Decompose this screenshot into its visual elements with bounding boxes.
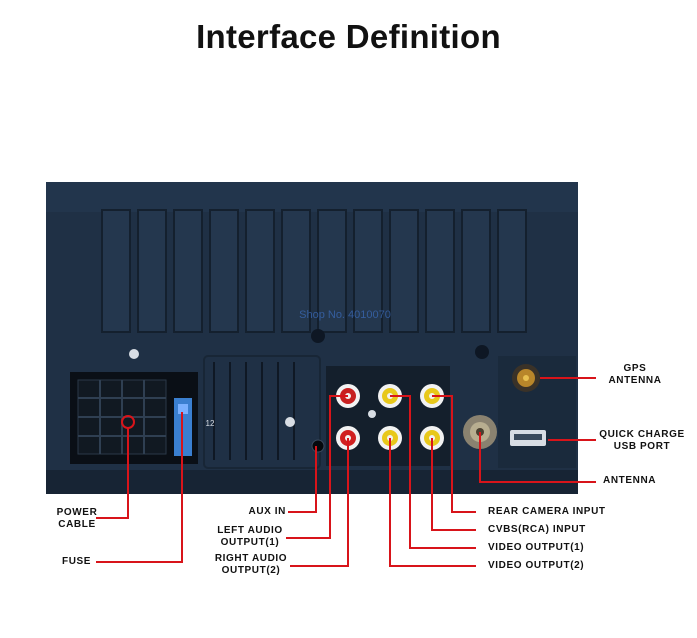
fuse-mark: 12 (206, 419, 215, 428)
rear-camera-input-label: REAR CAMERA INPUT (488, 506, 606, 517)
vent-slots (203, 355, 321, 469)
aux-jack (311, 439, 325, 453)
screw-icon (129, 329, 489, 427)
fuse-label: FUSE (62, 556, 92, 567)
watermark: Shop No. 4010070 (299, 309, 391, 321)
callout-lines (96, 377, 596, 567)
power-cable-connector (70, 372, 198, 464)
page-title: Interface Definition (196, 18, 501, 55)
video-output-1-label: VIDEO OUTPUT(1) (488, 542, 585, 553)
aux-in-label: AUX IN (248, 506, 286, 517)
video-output-2-label: VIDEO OUTPUT(2) (488, 560, 585, 571)
gps-connector (512, 364, 540, 392)
antenna-label: ANTENNA (603, 475, 657, 486)
usb-port (510, 430, 546, 446)
cvbs-input-label: CVBS(RCA) INPUT (488, 524, 586, 535)
heat-sink-fins (101, 209, 527, 333)
rca-jacks (336, 384, 444, 450)
